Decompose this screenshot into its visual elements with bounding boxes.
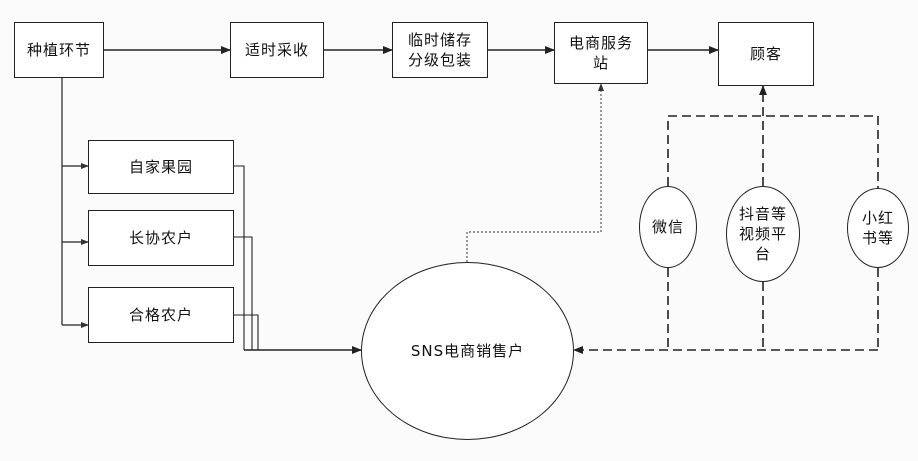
edge-coop-sns [234,236,253,350]
node-wechat: 微信 [639,186,697,268]
edge-platforms-customer [667,115,879,188]
node-storage: 临时储存 分级包装 [392,22,488,78]
node-qualified-farmer: 合格农户 [88,287,234,343]
node-ecom-station: 电商服务 站 [554,22,648,84]
node-sns-seller: SNS电商销售户 [361,262,574,440]
edge-sns-station [466,83,604,262]
node-coop-farmer: 长协农户 [88,210,234,266]
edge-qualified-sns [234,314,259,350]
node-harvest: 适时采收 [230,22,324,78]
node-planting: 种植环节 [14,22,104,78]
node-customer: 顾客 [718,22,814,86]
node-orchard: 自家果园 [88,140,234,194]
edge-orchard-sns [234,165,245,350]
node-douyin: 抖音等 视频平 台 [726,186,800,282]
node-xiaohongshu: 小红 书等 [847,188,909,268]
